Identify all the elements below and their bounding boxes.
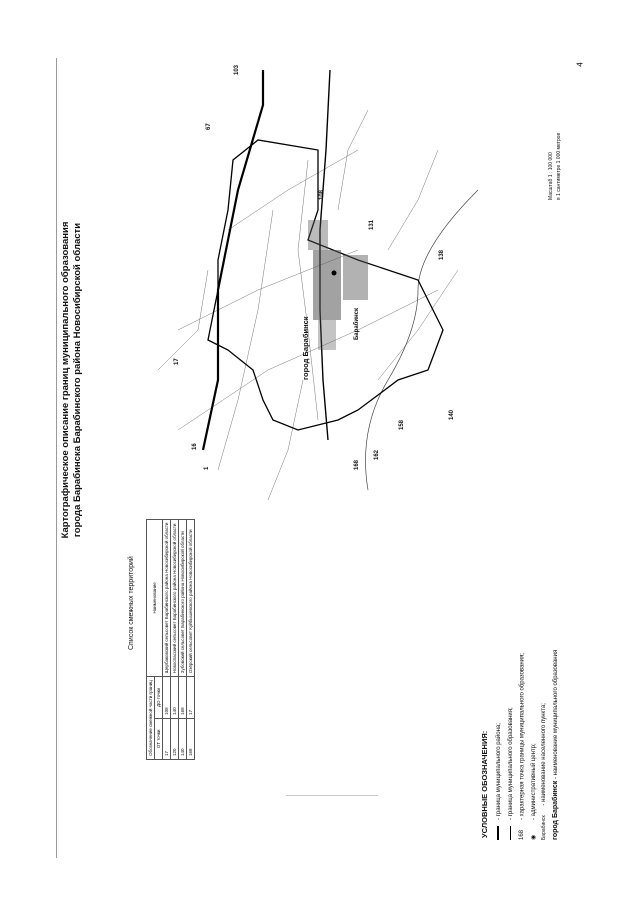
cell-name: Щербаковский сельсовет Барабинского райо… <box>162 519 171 677</box>
table-row: 120 140 Новоспасский сельсовет Барабинск… <box>170 519 179 760</box>
legend-item-point: 168 - характерная точка границы муниципал… <box>519 653 526 840</box>
point-label-1: 1 <box>204 466 210 470</box>
table-row: 168 17 Озёрский сельсовет Куйбышевского … <box>186 519 195 760</box>
legend-district-line <box>497 826 500 840</box>
cell-name: Зубовский сельсовет Барабинского района … <box>178 519 187 677</box>
legend-item-municipality: город Барабинск - наименование муниципал… <box>552 650 559 840</box>
legend-point-symbol: 168 <box>519 829 525 840</box>
point-label-140: 140 <box>449 409 455 420</box>
scale-ratio: Масштаб 1 : 100 000 <box>548 152 554 200</box>
legend-text: - наименование населенного пункта; <box>541 703 547 806</box>
cell-from: 120 <box>170 718 179 760</box>
table-row: 140 168 Зубовский сельсовет Барабинского… <box>178 519 187 760</box>
legend-municipal-line <box>509 826 511 840</box>
map-sheet: Картографическое описание границ муницип… <box>58 60 588 850</box>
district-boundary <box>201 70 265 451</box>
legend-item-settlement: Барабинск - наименование населенного пун… <box>541 703 547 840</box>
cell-from: 140 <box>178 718 187 760</box>
legend-item-district-boundary: - граница муниципального района; <box>496 723 502 840</box>
cell-from: 17 <box>162 718 171 760</box>
legend-municipality-sample: город Барабинск <box>552 780 559 840</box>
point-label-131: 131 <box>369 219 375 230</box>
admin-center-marker <box>331 270 337 276</box>
cell-name: Озёрский сельсовет Куйбышевского района … <box>186 519 195 677</box>
town-label: город Барабинск <box>301 316 310 380</box>
legend-text: - наименование муниципального образовани… <box>553 649 559 780</box>
legend-item-admin-center: ◉ - административный центр; <box>530 743 537 840</box>
point-label-103: 103 <box>234 64 240 75</box>
legend-text: - граница муниципального образования; <box>508 707 514 820</box>
legend-settlement-sample: Барабинск <box>541 815 547 840</box>
road-network <box>157 109 459 501</box>
point-label-17: 17 <box>174 358 180 365</box>
col-group-header: Обозначение смежной части границ <box>146 676 155 760</box>
cell-name: Новоспасский сельсовет Барабинского райо… <box>170 519 179 677</box>
point-label-168: 168 <box>354 459 360 470</box>
point-label-158: 158 <box>399 419 405 430</box>
point-label-162: 162 <box>374 449 380 460</box>
col-to-header: ДО точки <box>154 676 163 719</box>
legend-item-municipal-boundary: - граница муниципального образования; <box>508 707 514 840</box>
point-label-67: 67 <box>206 123 212 130</box>
point-label-138: 138 <box>439 249 445 260</box>
cell-to: 108 <box>162 676 171 719</box>
point-label-108: 108 <box>319 189 325 200</box>
cell-to: 17 <box>186 676 195 719</box>
adjacent-table: Обозначение смежной части границ Наимено… <box>146 519 195 760</box>
table-row: 17 108 Щербаковский сельсовет Барабинско… <box>162 519 171 760</box>
admin-center-icon: ◉ <box>531 834 537 840</box>
cell-to: 168 <box>178 676 187 719</box>
cell-from: 168 <box>186 718 195 760</box>
river-line <box>365 189 479 491</box>
legend-heading: УСЛОВНЫЕ ОБОЗНАЧЕНИЯ: <box>480 730 489 838</box>
scan-mark <box>286 795 378 796</box>
legend-text: - административный центр; <box>531 743 538 820</box>
point-label-16: 16 <box>192 443 198 450</box>
cell-to: 140 <box>170 676 179 719</box>
settlement-label: Барабинск <box>353 308 360 340</box>
scale-description: в 1 сантиметре 1 000 метров <box>556 132 562 200</box>
col-from-header: ОТ точки <box>154 718 163 760</box>
built-up-area <box>308 220 368 350</box>
adjacent-table-title: Список смежных территорий <box>128 556 135 650</box>
legend-text: - характерная точка границы муниципально… <box>519 653 526 820</box>
legend-text: - граница муниципального района; <box>496 723 502 820</box>
page-border-line <box>56 58 57 858</box>
col-name-header: Наименование <box>146 519 163 677</box>
municipal-boundary <box>207 139 444 431</box>
boundary-map: 16 17 67 103 108 131 138 140 158 162 168… <box>157 64 479 501</box>
